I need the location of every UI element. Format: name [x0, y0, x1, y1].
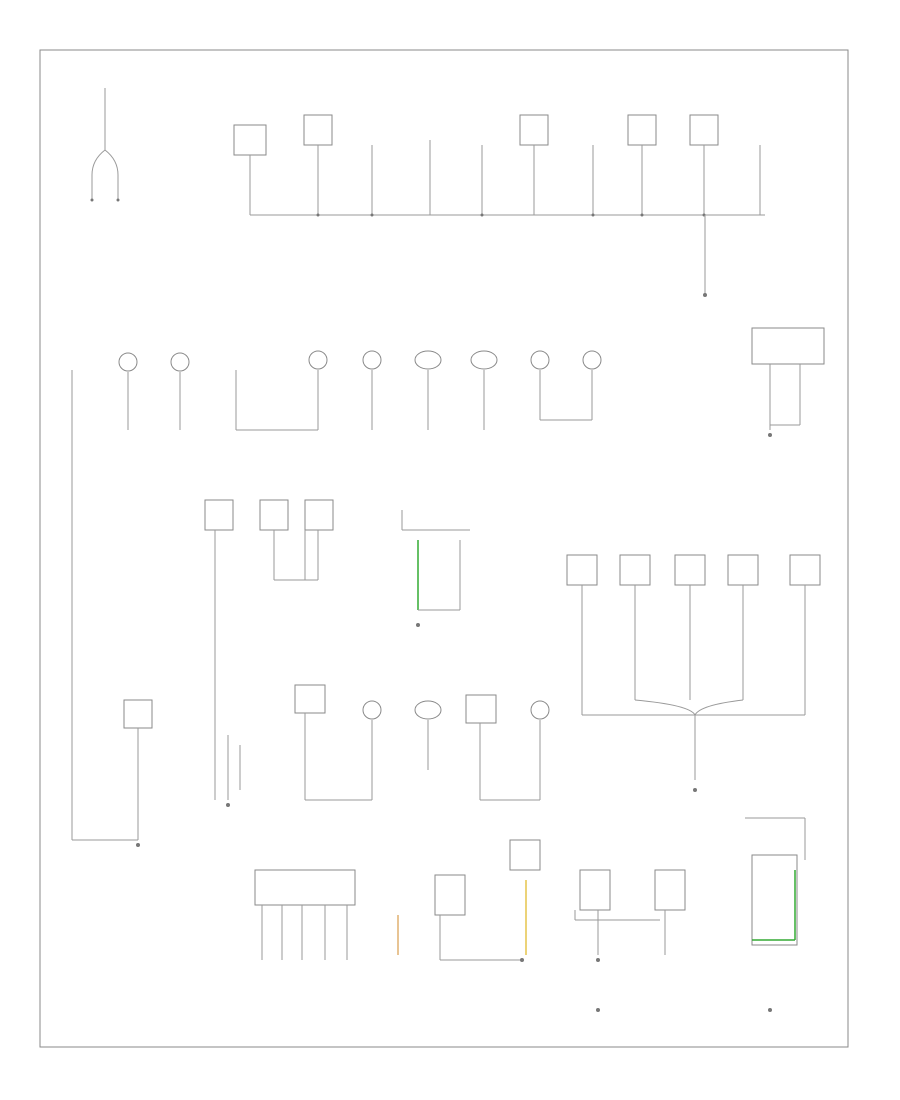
- component-box: [304, 499, 334, 531]
- component-box: [789, 554, 821, 586]
- middle-grounds: [204, 499, 821, 800]
- lower-grounds: [72, 684, 806, 1012]
- component-box: [434, 874, 466, 916]
- component-box: [123, 699, 153, 729]
- battery-ground: [90, 88, 120, 202]
- component-box: [259, 499, 289, 531]
- component-box: [674, 554, 706, 586]
- component-box: [233, 124, 267, 156]
- component-box: [751, 854, 798, 946]
- component-box: [566, 554, 598, 586]
- component-box: [579, 869, 611, 911]
- component-box: [465, 694, 497, 724]
- top-ground-bus: [233, 114, 765, 297]
- component-box: [751, 327, 825, 365]
- component-box: [727, 554, 759, 586]
- component-box: [619, 554, 651, 586]
- component-box: [519, 114, 549, 146]
- component-box: [303, 114, 333, 146]
- diagram-border: [39, 49, 849, 1048]
- component-box: [509, 839, 541, 871]
- component-box: [294, 684, 326, 714]
- component-box: [627, 114, 657, 146]
- connector-block: [254, 869, 356, 906]
- component-box: [204, 499, 234, 531]
- component-box: [654, 869, 686, 911]
- component-box: [689, 114, 719, 146]
- second-row-grounds: [71, 327, 825, 840]
